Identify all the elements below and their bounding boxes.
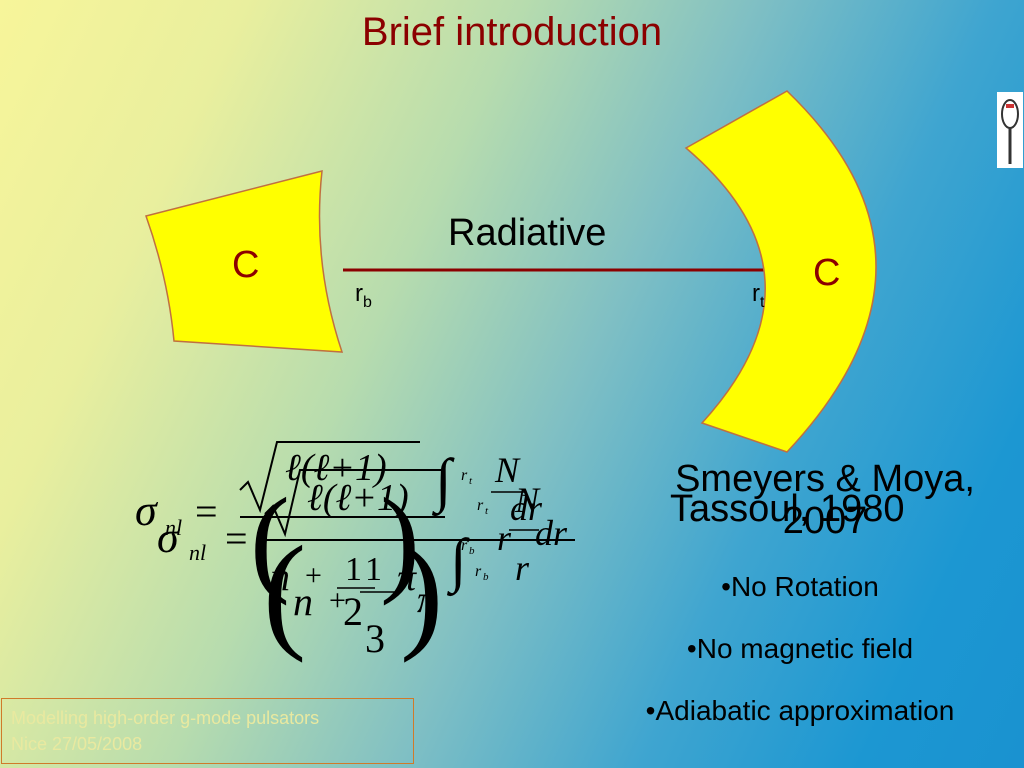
svg-text:σ: σ xyxy=(157,513,181,562)
svg-text:t: t xyxy=(485,505,489,517)
integrand-numerator: N xyxy=(494,450,521,490)
svg-text:n: n xyxy=(293,579,313,624)
svg-text:=: = xyxy=(225,516,248,561)
svg-text:+: + xyxy=(305,559,322,592)
footer-date: Nice 27/05/2008 xyxy=(11,734,143,754)
assumptions-list: •No Rotation •No magnetic field •Adiabat… xyxy=(600,568,1000,754)
svg-text:N: N xyxy=(514,480,541,520)
svg-text:r: r xyxy=(461,467,468,484)
sigma-symbol: σ xyxy=(135,486,159,535)
svg-text:r: r xyxy=(475,563,482,580)
slide-title: Brief introduction xyxy=(361,10,663,54)
svg-text:2: 2 xyxy=(343,589,363,634)
svg-text:b: b xyxy=(483,571,489,583)
r-top-label: rt xyxy=(752,280,765,311)
svg-text:1: 1 xyxy=(345,551,362,588)
radiative-zone-label: Radiative xyxy=(448,212,607,254)
inner-convective-zone xyxy=(145,170,344,353)
sigma-subscript: nl xyxy=(165,515,182,540)
svg-text:1: 1 xyxy=(365,551,382,588)
footer-title: Modelling high-order g-mode pulsators xyxy=(11,708,320,728)
footer-box: Modelling high-order g-mode pulsators Ni… xyxy=(1,698,414,764)
assumption-item: •Adiabatic approximation xyxy=(645,695,955,726)
svg-text:3: 3 xyxy=(365,616,385,661)
assumption-item: •No Rotation xyxy=(721,571,879,602)
outer-convective-zone xyxy=(684,90,877,453)
svg-text:dr: dr xyxy=(535,513,568,553)
formula-front-layer: σ nl = ℓ(ℓ+1) ( n + 1 3 ) π ∫ r t r b N … xyxy=(157,469,575,664)
inner-zone-label: C xyxy=(232,244,260,286)
svg-text:ℓ(ℓ+1): ℓ(ℓ+1) xyxy=(307,477,409,519)
equals-sign: = xyxy=(195,489,218,534)
svg-text:r: r xyxy=(461,537,468,554)
svg-text:nl: nl xyxy=(189,540,206,565)
svg-text:r: r xyxy=(477,497,484,514)
reference-tassoul: Tassoul, 1980 xyxy=(670,488,905,530)
outer-zone-label: C xyxy=(813,252,841,294)
assumption-item: •No magnetic field xyxy=(686,633,914,664)
svg-text:r: r xyxy=(497,518,512,558)
svg-text:b: b xyxy=(469,545,475,557)
svg-text:π: π xyxy=(397,557,417,599)
svg-text:r: r xyxy=(515,548,530,588)
reference-smeyers-moya: Smeyers & Moya, 2007 xyxy=(675,458,975,542)
svg-text:t: t xyxy=(469,475,473,487)
svg-text:π: π xyxy=(417,579,437,621)
svg-text:(: ( xyxy=(263,520,306,664)
period-spacing-formula: σ nl = ℓ(ℓ+1) ( n + 1 2 ) π ∫ r t r b N … xyxy=(135,441,575,664)
sqrt-content: ℓ(ℓ+1) xyxy=(285,447,387,489)
tennis-racket-icon xyxy=(997,92,1023,168)
convective-zones-diagram xyxy=(145,90,877,453)
svg-text:+: + xyxy=(329,584,346,617)
r-bottom-label: rb xyxy=(355,280,372,311)
svg-text:∫: ∫ xyxy=(447,527,470,597)
differential: dr xyxy=(510,488,543,528)
integral-sign: ∫ xyxy=(432,447,455,517)
denominator-n: n xyxy=(270,554,290,599)
svg-text:): ) xyxy=(400,520,443,664)
